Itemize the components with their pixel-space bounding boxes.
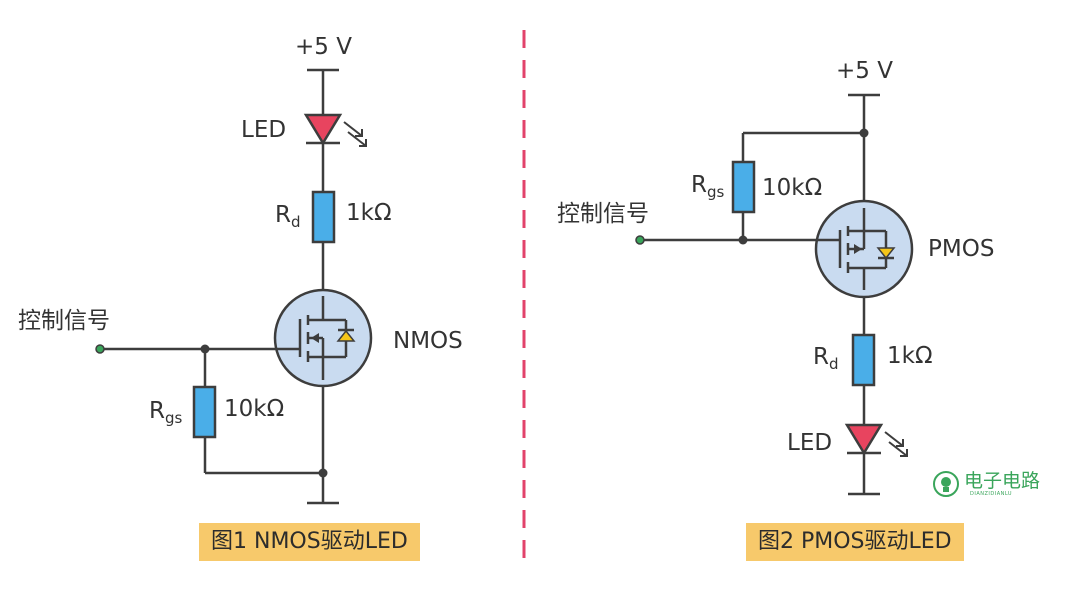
junction-dot	[200, 344, 210, 354]
pmos-transistor-icon	[814, 199, 914, 299]
light-rays-icon	[343, 121, 367, 147]
input-terminal	[95, 344, 105, 354]
rgs-value: 10kΩ	[762, 175, 822, 201]
nmos-label: NMOS	[393, 328, 463, 354]
rgs-label: Rgs	[149, 398, 183, 427]
led-icon	[844, 423, 884, 456]
junction-dot	[859, 128, 869, 138]
junction-dot	[318, 468, 328, 478]
resistor-rgs-icon	[192, 385, 217, 439]
led-label: LED	[787, 430, 832, 456]
control-signal-label: 控制信号	[557, 201, 649, 227]
resistor-rd-icon	[311, 190, 336, 244]
nmos-circuit	[100, 68, 340, 505]
resistor-rgs-icon	[731, 160, 756, 214]
supply-label: +5 V	[295, 34, 352, 60]
control-signal-label: 控制信号	[18, 308, 110, 334]
rgs-label: Rgs	[691, 172, 725, 201]
led-label: LED	[241, 117, 286, 143]
rd-value: 1kΩ	[346, 200, 392, 226]
brand-logo: 电子电路 DIANZIDIANLU	[932, 466, 1042, 502]
resistor-rd-icon	[851, 333, 876, 387]
pmos-circuit	[640, 93, 881, 496]
supply-label: +5 V	[836, 58, 893, 84]
junction-dot	[738, 235, 748, 245]
figure1-caption: 图1 NMOS驱动LED	[199, 523, 420, 561]
brand-text: 电子电路	[964, 470, 1041, 492]
figure2-caption: 图2 PMOS驱动LED	[746, 523, 964, 561]
led-icon	[303, 113, 343, 146]
nmos-transistor-icon	[273, 288, 373, 388]
rd-label: Rd	[275, 202, 301, 231]
bulb-icon	[933, 471, 959, 497]
rd-value: 1kΩ	[887, 343, 933, 369]
rgs-value: 10kΩ	[224, 396, 284, 422]
light-rays-icon	[884, 431, 908, 457]
rd-label: Rd	[813, 344, 839, 373]
pmos-label: PMOS	[928, 236, 994, 262]
input-terminal	[635, 235, 645, 245]
brand-subtext: DIANZIDIANLU	[970, 491, 1013, 497]
